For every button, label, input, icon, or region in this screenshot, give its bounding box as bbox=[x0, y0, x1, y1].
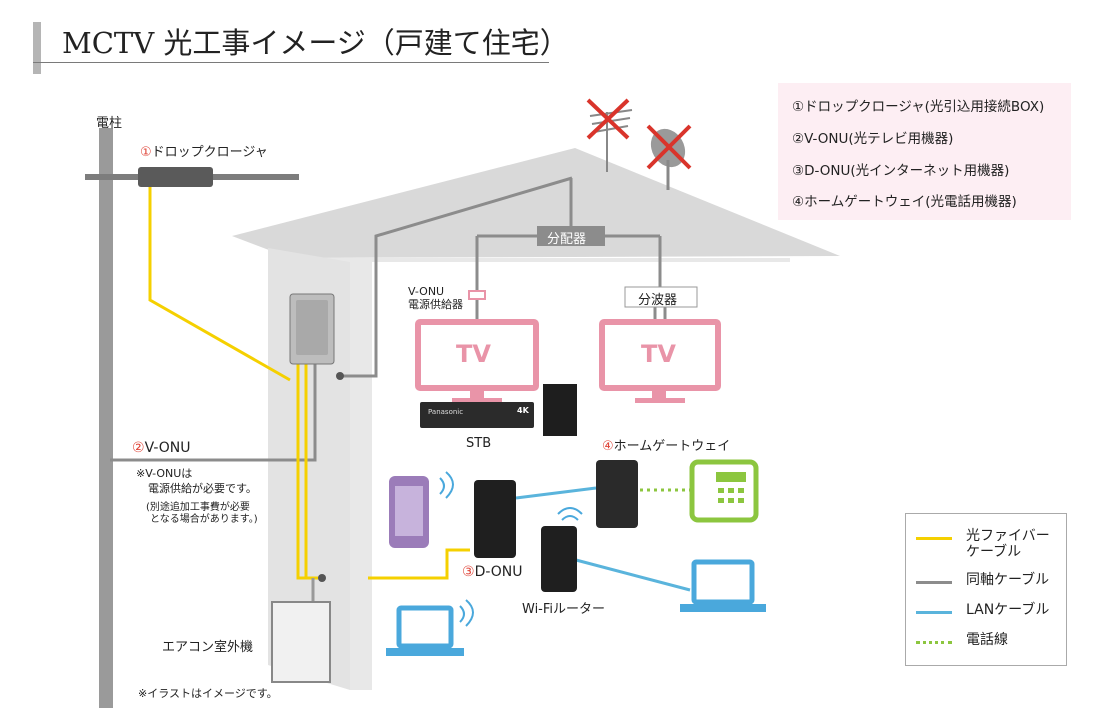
wifi-router-device bbox=[541, 526, 577, 592]
splitter-box bbox=[537, 226, 605, 246]
stb-brand: Panasonic bbox=[428, 408, 464, 416]
aircon-unit bbox=[271, 601, 331, 683]
utility-pole bbox=[99, 128, 113, 708]
wall-outlet-fiber bbox=[318, 574, 326, 582]
stb-badge: 4K bbox=[517, 406, 529, 415]
tv-1-graphic bbox=[415, 319, 539, 403]
wifi-signal-icon bbox=[439, 471, 583, 627]
home-gateway-device bbox=[596, 460, 638, 528]
cable-legend-lan: LANケーブル bbox=[906, 602, 1066, 624]
wall-outlet-coax bbox=[336, 372, 344, 380]
page-title: MCTV 光工事イメージ（戸建て住宅） bbox=[62, 26, 569, 60]
v-onu-note-4: となる場合があります。) bbox=[150, 514, 258, 525]
diplexer-label: 分波器 bbox=[638, 293, 678, 308]
power-supply-label-2: 電源供給器 bbox=[408, 298, 463, 311]
v-onu-note-1: ※V-ONUは bbox=[136, 467, 193, 480]
fiber-cables bbox=[148, 187, 470, 580]
v-onu-label: ②V-ONU bbox=[132, 440, 191, 456]
home-gateway-label: ④ホームゲートウェイ bbox=[602, 439, 731, 454]
stb-label: STB bbox=[466, 436, 492, 451]
title-underline bbox=[33, 62, 549, 63]
hdd-recorder bbox=[543, 384, 577, 436]
v-onu-note-3: (別途追加工事費が必要 bbox=[146, 502, 250, 513]
pole-label: 電柱 bbox=[96, 116, 123, 131]
fiber-swatch bbox=[916, 537, 952, 540]
diplexer-box bbox=[624, 286, 698, 308]
tv-1-label: TV bbox=[456, 340, 491, 368]
device-legend-item-1: ①ドロップクロージャ(光引込用接続BOX) bbox=[792, 99, 1045, 115]
coax-swatch bbox=[916, 581, 952, 584]
laptop-left-graphic bbox=[386, 605, 464, 656]
lan-swatch bbox=[916, 611, 952, 614]
footnote: ※イラストはイメージです。 bbox=[138, 687, 278, 700]
aircon-label: エアコン室外機 bbox=[162, 640, 254, 655]
device-legend-item-3: ③D-ONU(光インターネット用機器) bbox=[792, 163, 1010, 179]
dish-cross-mark bbox=[646, 124, 692, 170]
antenna-cross-mark bbox=[586, 98, 630, 140]
tv-2-graphic bbox=[599, 319, 721, 403]
house-roof bbox=[232, 148, 840, 258]
cable-legend-fiber: 光ファイバー ケーブル bbox=[906, 528, 1066, 564]
power-supply-label-1: V-ONU bbox=[408, 285, 445, 298]
laptop-right-graphic bbox=[680, 559, 766, 612]
lan-cables bbox=[515, 486, 691, 592]
power-supply bbox=[468, 290, 486, 300]
device-legend-item-4: ④ホームゲートウェイ(光電話用機器) bbox=[792, 194, 1017, 210]
title-accent-bar bbox=[33, 22, 41, 74]
device-legend: ①ドロップクロージャ(光引込用接続BOX) ②V-ONU(光テレビ用機器) ③D… bbox=[778, 83, 1071, 220]
stb-box bbox=[420, 402, 534, 428]
d-onu-device bbox=[474, 480, 516, 558]
v-onu-note-2: 電源供給が必要です。 bbox=[148, 482, 257, 495]
drop-closure-label: ①ドロップクロージャ bbox=[140, 145, 268, 160]
cable-legend-coax: 同軸ケーブル bbox=[906, 572, 1066, 594]
drop-closure-box bbox=[138, 167, 213, 187]
cable-legend: 光ファイバー ケーブル 同軸ケーブル LANケーブル 電話線 bbox=[905, 513, 1067, 666]
d-onu-label: ③D-ONU bbox=[462, 564, 523, 580]
splitter-label: 分配器 bbox=[547, 232, 587, 247]
phone-swatch bbox=[916, 641, 952, 644]
cable-legend-phone: 電話線 bbox=[906, 632, 1066, 654]
wifi-router-label: Wi-Fiルーター bbox=[522, 602, 606, 617]
device-legend-item-2: ②V-ONU(光テレビ用機器) bbox=[792, 131, 954, 147]
tv-2-label: TV bbox=[641, 340, 676, 368]
